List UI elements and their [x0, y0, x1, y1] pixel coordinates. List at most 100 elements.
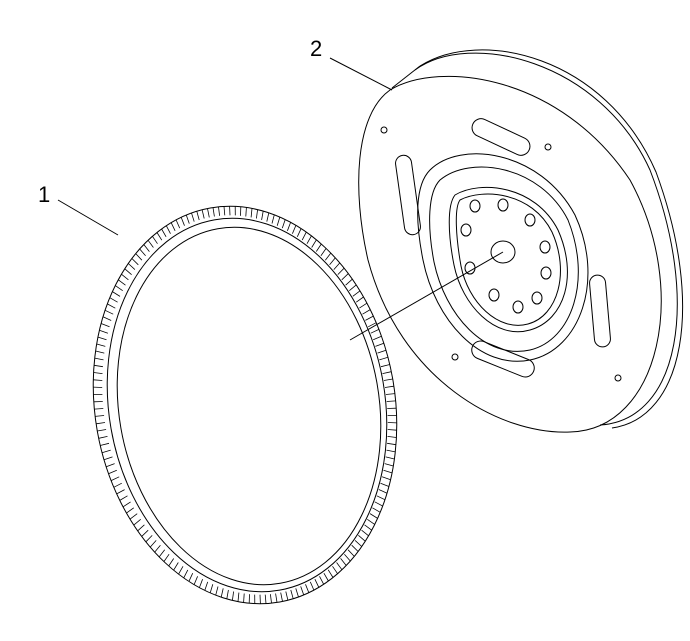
small-hole	[614, 374, 622, 382]
gear-tooth	[373, 335, 382, 341]
gear-tooth	[173, 562, 179, 571]
gear-tooth	[333, 262, 341, 270]
gear-tooth	[109, 297, 118, 303]
gear-tooth	[370, 329, 380, 334]
gear-tooth	[358, 534, 366, 542]
gear-tooth	[108, 469, 117, 475]
gear-tooth	[212, 207, 215, 217]
small-hole	[451, 353, 459, 361]
gear-tooth	[199, 579, 203, 588]
gear-tooth	[245, 207, 247, 217]
gear-tooth	[264, 594, 267, 604]
gear-tooth	[115, 285, 123, 292]
gear-tooth	[387, 442, 397, 446]
gear-tooth	[97, 336, 107, 341]
gear-tooth	[147, 240, 154, 248]
small-hole	[544, 143, 552, 151]
slot-right	[589, 274, 611, 348]
gear-tooth	[119, 495, 128, 501]
gear-tooth	[243, 593, 245, 603]
flywheel-rim-top-connector	[391, 65, 421, 89]
center-bore	[490, 240, 516, 264]
gear-tooth	[196, 211, 200, 221]
gear-tooth	[386, 400, 396, 402]
gear-tooth	[305, 584, 310, 593]
gear-tooth	[131, 258, 139, 266]
gear-tooth	[372, 507, 381, 513]
gear-tooth	[143, 244, 150, 252]
flywheel-small-holes	[380, 126, 622, 382]
gear-tooth	[375, 342, 384, 347]
gear-tooth	[362, 309, 371, 315]
gear-tooth	[110, 476, 120, 481]
gear-tooth	[386, 449, 396, 453]
gear-tooth	[118, 279, 126, 286]
bolt-hole	[531, 291, 543, 305]
gear-tooth	[191, 212, 195, 222]
gear-tooth	[161, 228, 167, 237]
gear-tooth	[94, 408, 104, 410]
hub-middle-ring	[429, 166, 579, 352]
gear-tooth	[218, 206, 220, 216]
gear-tooth	[188, 573, 194, 582]
gear-tooth	[327, 569, 334, 578]
gear-tooth	[101, 449, 111, 454]
gear-tooth	[347, 549, 355, 557]
bolt-hole	[464, 261, 476, 275]
gear-tooth	[96, 343, 106, 347]
gear-tooth	[183, 569, 189, 579]
hub-inner-ring	[455, 193, 561, 326]
gear-tooth	[122, 501, 131, 508]
gear-tooth	[152, 236, 158, 244]
callout-1-label: 1	[38, 182, 50, 207]
gear-tooth	[345, 278, 353, 286]
gear-tooth	[165, 225, 171, 234]
gear-tooth	[232, 591, 234, 601]
gear-tooth	[220, 588, 224, 598]
gear-tooth	[378, 489, 388, 494]
gear-tooth	[100, 442, 110, 446]
gear-tooth	[226, 589, 229, 599]
gear-tooth	[367, 518, 375, 525]
gear-tooth	[354, 540, 362, 547]
gear-tooth	[365, 315, 374, 321]
gear-tooth	[384, 463, 394, 467]
gear-tooth	[104, 309, 114, 315]
gear-tooth	[332, 566, 338, 574]
gear-tooth	[368, 322, 377, 328]
small-hole	[380, 126, 388, 134]
gear-tooth	[352, 290, 361, 297]
gear-tooth	[128, 263, 136, 270]
gear-tooth	[341, 273, 349, 281]
ring-gear-outer-edge	[92, 205, 398, 605]
gear-tooth	[137, 524, 145, 532]
gear-tooth	[320, 248, 327, 257]
gear-tooth	[359, 302, 368, 309]
gear-tooth	[175, 219, 181, 229]
gear-tooth	[106, 463, 115, 468]
gear-tooth	[168, 558, 175, 567]
gear-tooth	[385, 456, 395, 460]
gear-tooth	[178, 566, 184, 575]
gear-tooth	[95, 415, 105, 417]
gear-tooth	[158, 549, 166, 558]
gear-tooth	[102, 316, 112, 321]
gear-tooth	[94, 357, 104, 361]
gear-tooth	[141, 529, 149, 537]
gear-tooth	[149, 540, 157, 548]
gear-tooth	[384, 385, 394, 388]
gear-tooth	[285, 591, 289, 601]
gear-tooth	[145, 535, 153, 543]
gear-tooth	[379, 356, 389, 361]
gear-tooth	[319, 576, 325, 585]
slot-left	[395, 154, 421, 236]
hub-bolt-holes	[460, 198, 552, 314]
bolt-hole	[497, 198, 509, 212]
gear-tooth	[385, 393, 395, 395]
bolt-hole	[512, 300, 524, 314]
gear-tooth	[309, 581, 315, 591]
gear-tooth	[126, 507, 135, 514]
gear-tooth	[93, 364, 103, 368]
gear-tooth	[154, 544, 161, 553]
gear-tooth	[380, 364, 390, 368]
